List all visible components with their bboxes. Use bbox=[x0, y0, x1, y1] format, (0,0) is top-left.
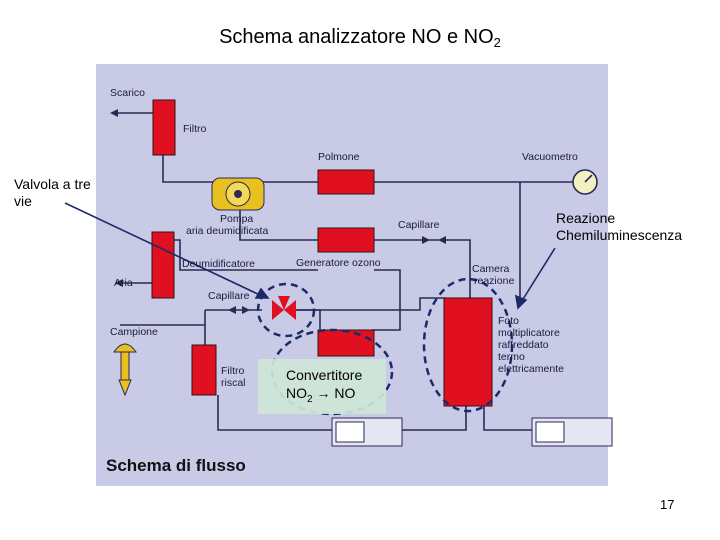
label-polmone: Polmone bbox=[318, 151, 360, 163]
label-termo: termo bbox=[498, 351, 525, 363]
label-pompa: Pompa bbox=[220, 213, 254, 225]
arrow-capillare-left-2 bbox=[242, 306, 250, 314]
campione-probe-icon bbox=[113, 343, 137, 397]
arrow-aria bbox=[115, 279, 123, 287]
convertitore-label: Convertitore NO2 → NO bbox=[286, 366, 362, 409]
arrow-capillare-top-2 bbox=[438, 236, 446, 244]
display-units bbox=[331, 417, 613, 447]
vacuometro-gauge-icon bbox=[572, 169, 598, 195]
pump-icon bbox=[211, 177, 265, 211]
convertitore-line2: NO2 → NO bbox=[286, 385, 356, 405]
callout-valvola: Valvola a tre vie bbox=[14, 176, 91, 210]
reazione-chamber bbox=[443, 297, 493, 407]
right-arrow-icon: → bbox=[316, 385, 331, 401]
pipe-to-display2 bbox=[483, 406, 532, 431]
chamber-highlight bbox=[422, 277, 514, 413]
polmone-component bbox=[317, 169, 375, 195]
callout-valvola-line1: Valvola a tre bbox=[14, 176, 91, 192]
arrow-scarico bbox=[110, 109, 118, 117]
pipe-bottom bbox=[217, 395, 332, 431]
callout-reazione-line1: Reazione bbox=[556, 210, 616, 226]
label-aria: Aria bbox=[114, 277, 133, 289]
pipe-ozono-down bbox=[372, 269, 401, 331]
pipe-filter-polmone bbox=[162, 129, 318, 183]
label-vacuometro: Vacuometro bbox=[522, 151, 578, 163]
valvola-callout-line bbox=[64, 202, 263, 297]
pipe-valve-chamber bbox=[296, 297, 446, 311]
label-filtro: Filtro bbox=[183, 123, 207, 135]
label-reazione-small: reazione bbox=[474, 275, 515, 287]
convertitore-component bbox=[317, 329, 375, 357]
diagram-panel bbox=[96, 64, 608, 486]
valve-highlight bbox=[256, 282, 316, 338]
pipe-pump-genozono bbox=[239, 210, 318, 241]
label-capillare-left: Capillare bbox=[208, 290, 250, 302]
filtro-component bbox=[152, 99, 176, 156]
label-aria-deumidificata: aria deumidificata bbox=[186, 225, 269, 237]
label-foto: Foto bbox=[498, 315, 520, 327]
pipe-capillare-top bbox=[374, 239, 471, 300]
label-elettricamente: elettricamente bbox=[498, 363, 564, 375]
callout-lines bbox=[64, 202, 556, 310]
label-deumidificatore: Deumidificatore bbox=[182, 258, 255, 270]
arrow-capillare-top-1 bbox=[422, 236, 430, 244]
label-capillare-top: Capillare bbox=[398, 219, 440, 231]
valve-three-way bbox=[272, 296, 296, 320]
pipe-to-display1 bbox=[402, 406, 467, 431]
label-filtro-2: Filtro bbox=[221, 365, 245, 377]
page-number: 17 bbox=[660, 497, 675, 512]
components bbox=[151, 99, 493, 407]
label-moltiplicatore: moltiplicatore bbox=[498, 327, 560, 339]
arrows bbox=[110, 109, 446, 314]
label-camera: Camera bbox=[472, 263, 510, 275]
diagram-caption: Schema di flusso bbox=[106, 456, 246, 475]
arrow-capillare-left-1 bbox=[228, 306, 236, 314]
label-riscal: riscal bbox=[221, 377, 246, 389]
reazione-callout-line bbox=[519, 247, 556, 305]
capillare-block bbox=[317, 227, 375, 253]
deumidificatore-component bbox=[151, 231, 175, 299]
callout-reazione-line2: Chemiluminescenza bbox=[556, 227, 683, 243]
callout-reazione: Reazione Chemiluminescenza bbox=[556, 210, 682, 244]
label-campione: Campione bbox=[110, 326, 158, 338]
filtro-riscaldato-component bbox=[191, 344, 217, 396]
convertitore-label-box bbox=[258, 359, 386, 414]
convertitore-line1: Convertitore bbox=[286, 367, 363, 383]
page-title: Schema analizzatore NO e NO2 bbox=[219, 26, 501, 50]
label-scarico: Scarico bbox=[110, 87, 146, 99]
label-raffreddato: raffreddato bbox=[498, 339, 549, 351]
label-generatore-ozono: Generatore ozono bbox=[296, 257, 381, 269]
callout-valvola-line2: vie bbox=[14, 193, 32, 209]
